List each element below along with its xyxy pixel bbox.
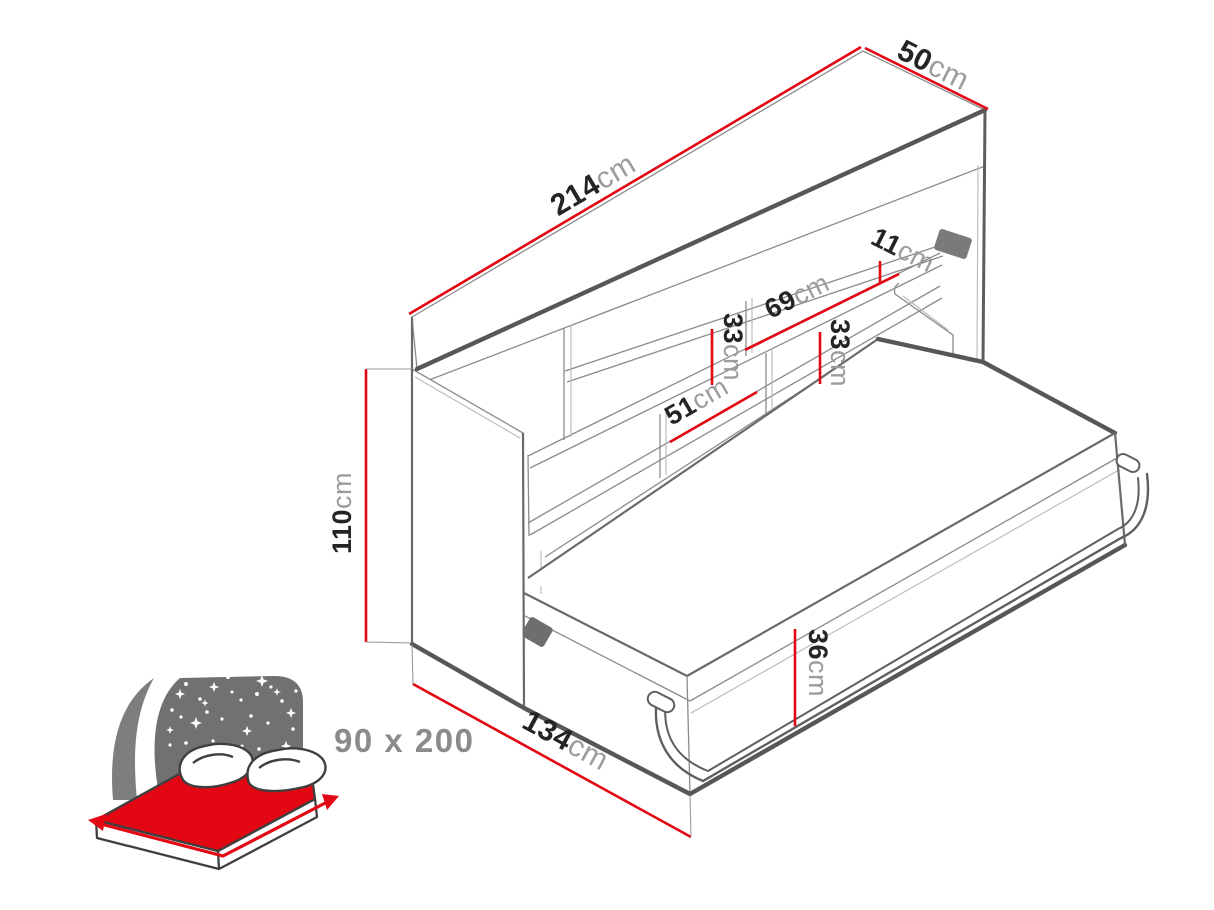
- icon-size-arrows: [88, 794, 339, 858]
- dim-label-cabinet-height: 110cm: [327, 472, 357, 554]
- cabinet-left-panel: [409, 107, 988, 797]
- dimension-lines: [364, 45, 989, 839]
- wall-bed-cabinet-drawing: [410, 50, 987, 594]
- bed-frame-latch: [521, 617, 553, 647]
- dim-label-right-shelf-height: 33cm: [825, 319, 855, 387]
- dim-label-middle-shelf-width: 69cm: [760, 267, 834, 324]
- bed-left-end-face: [522, 592, 690, 794]
- dimension-line-50: [864, 46, 989, 111]
- dimension-line-214: [408, 45, 862, 316]
- cabinet-top-underside-edge: [423, 165, 986, 383]
- mattress-top-face: [528, 339, 1115, 676]
- mattress-size-icon: [88, 675, 339, 871]
- dim-label-bed-frame-height: 36cm: [803, 629, 833, 697]
- dim-label-lower-shelf-width: 51cm: [660, 371, 734, 431]
- dimension-line-69: [744, 272, 900, 352]
- dimension-line-134: [412, 682, 692, 839]
- bed-frame-front-band: [690, 459, 1125, 794]
- cabinet-right-panel: [893, 108, 987, 364]
- fold-down-bed-drawing: [521, 336, 1150, 797]
- bed-pull-handle: [646, 453, 1150, 783]
- mattress-size-badge: 90 x 200: [334, 722, 474, 759]
- stars: [166, 675, 300, 761]
- icon-pillows: [178, 742, 327, 793]
- dimension-line-51: [669, 390, 758, 444]
- cabinet-top-face: [411, 50, 987, 370]
- right-panel-latch: [934, 229, 972, 259]
- starry-sky-sliver: [112, 678, 154, 800]
- dim-label-left-shelf-height: 33cm: [718, 313, 748, 381]
